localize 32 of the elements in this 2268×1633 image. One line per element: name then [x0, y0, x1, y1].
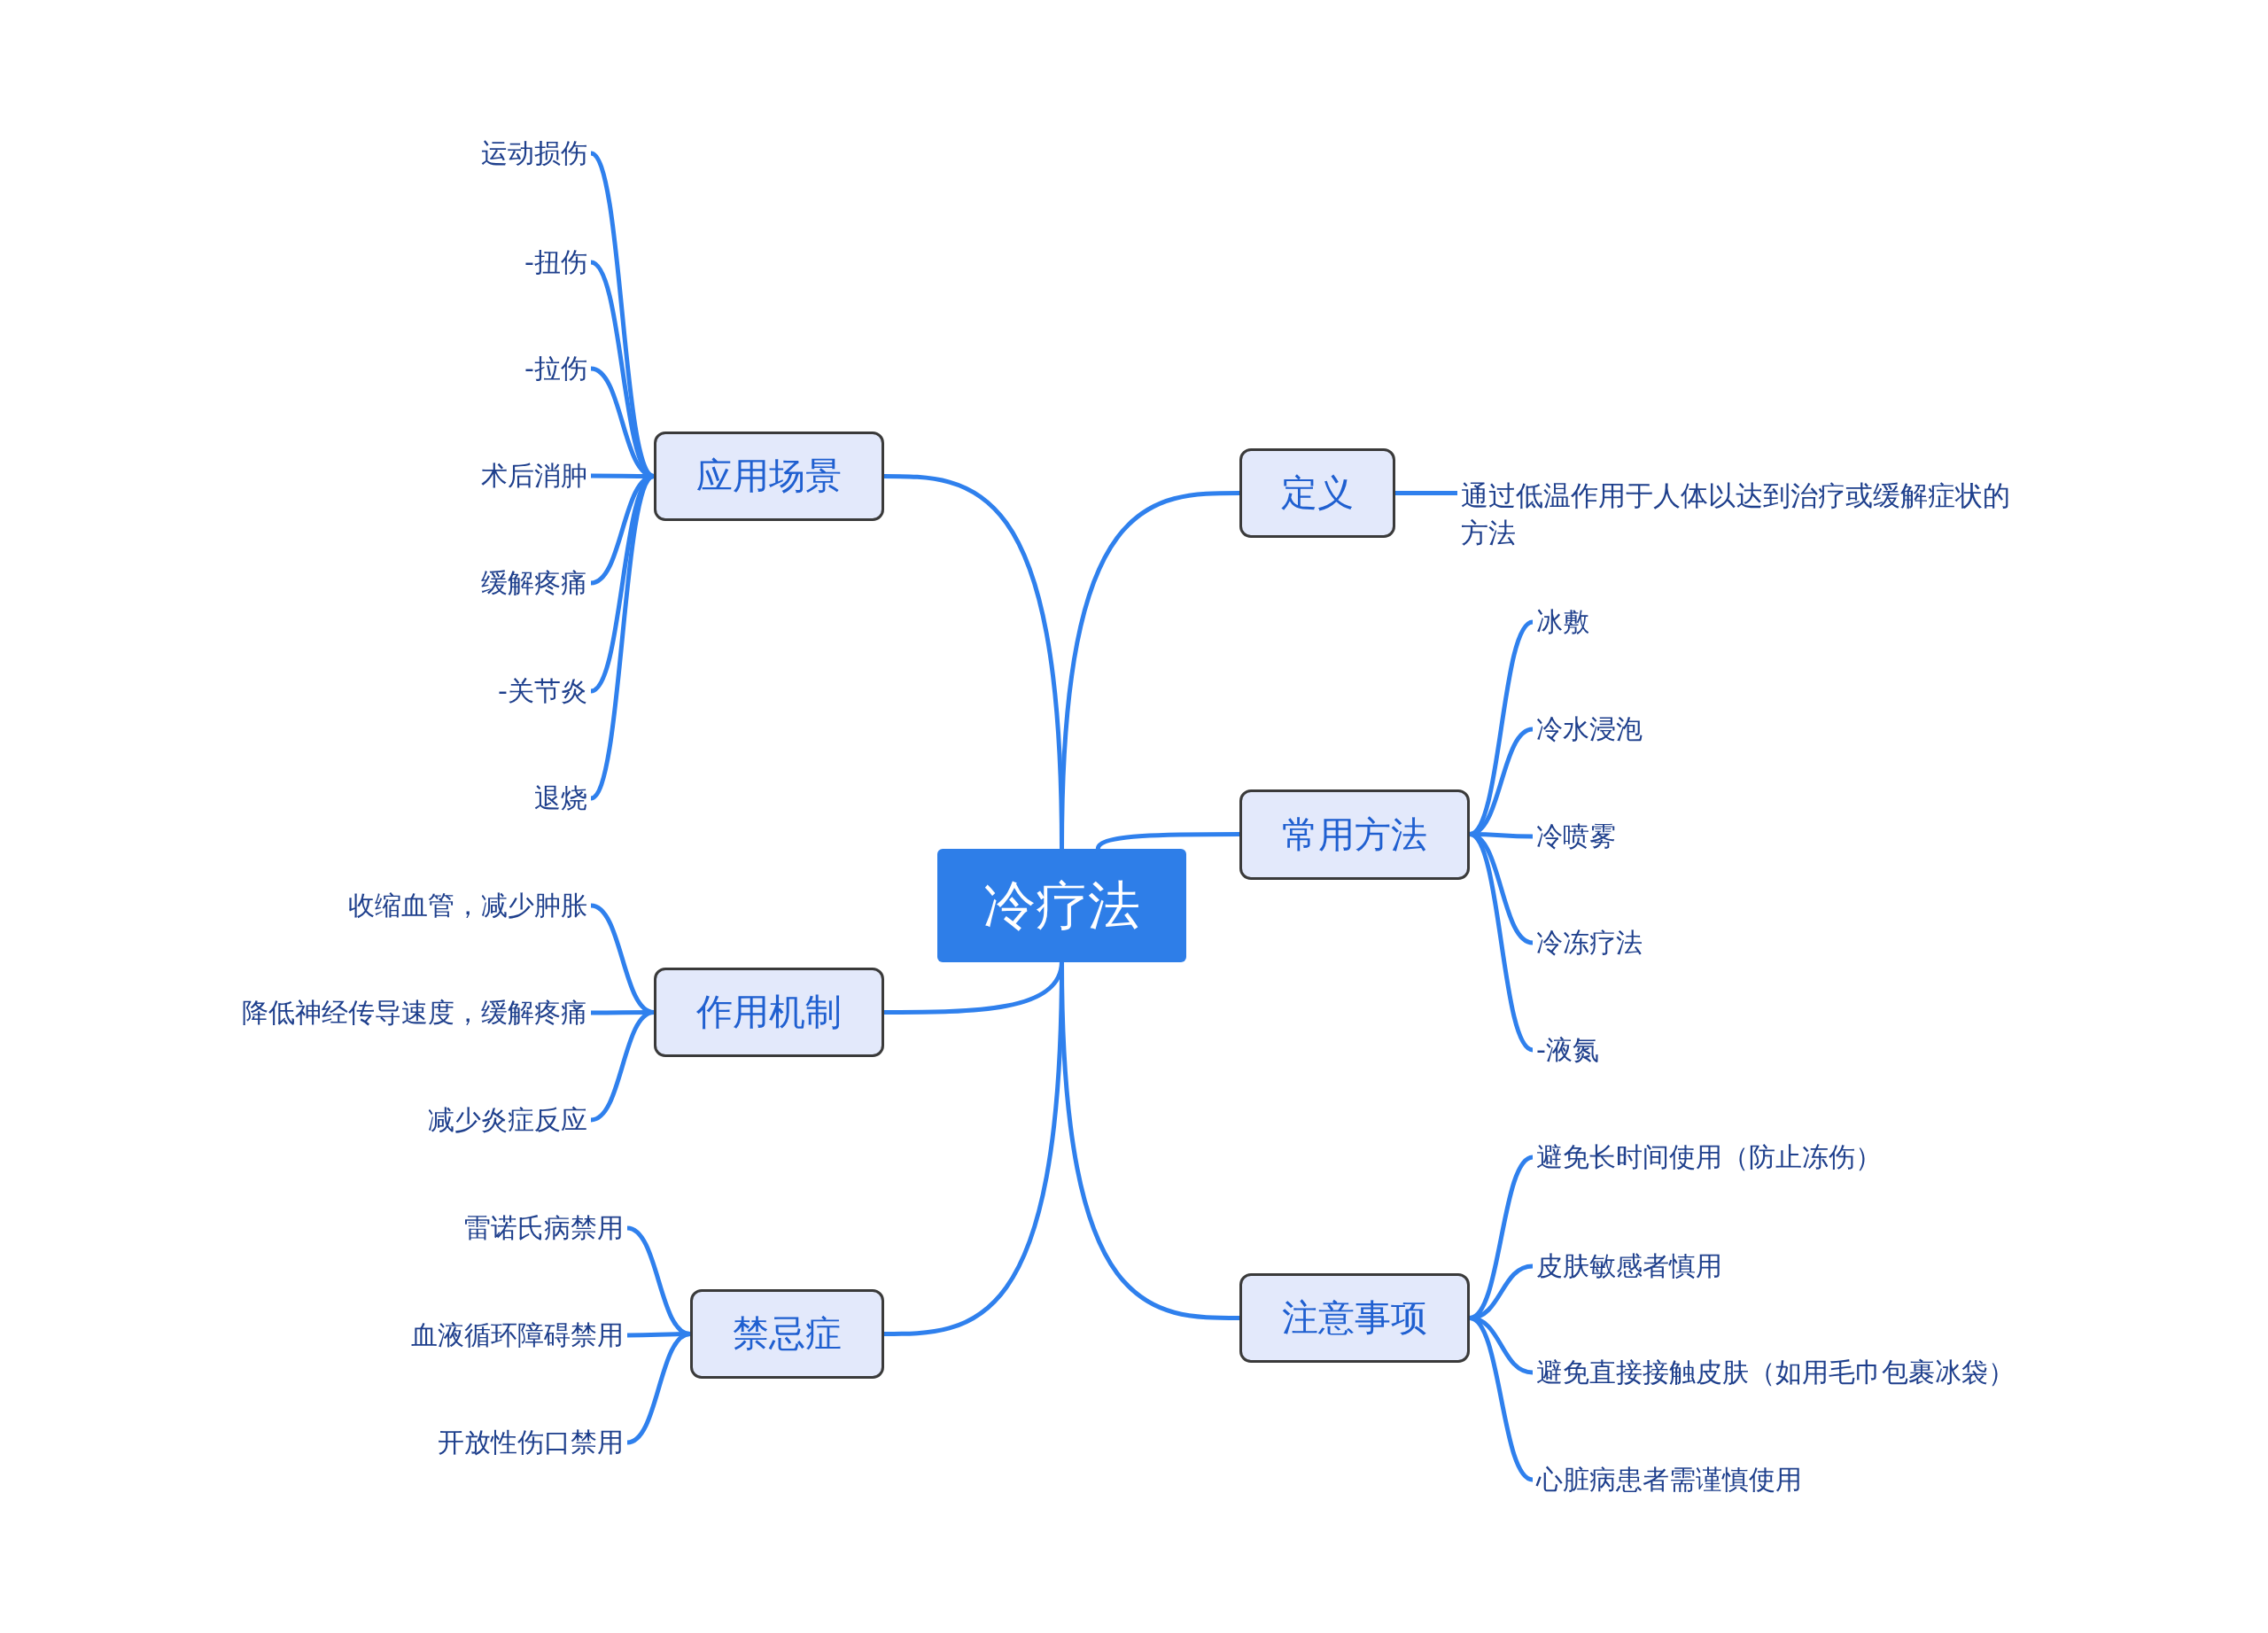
topic-box: 定义 — [1239, 448, 1396, 539]
topic-box: 常用方法 — [1239, 789, 1470, 880]
subtopic-text: -关节炎 — [497, 675, 587, 708]
subtopic-text: 心脏病患者需谨慎使用 — [1535, 1464, 1802, 1497]
subtopic-text: 皮肤敏感者慎用 — [1535, 1249, 1722, 1282]
subtopic-text: -拉伤 — [524, 353, 587, 385]
connector — [1395, 491, 1457, 495]
subtopic-text: -扭伤 — [524, 245, 587, 278]
topic-box: 禁忌症 — [689, 1288, 884, 1379]
subtopic-text: 开放性伤口禁用 — [437, 1426, 624, 1458]
subtopic-text: 避免直接接触皮肤（如用毛巾包裹冰袋） — [1535, 1357, 2015, 1389]
subtopic-text: 缓解疼痛 — [480, 566, 587, 600]
subtopic-text: 血液循环障碍禁用 — [410, 1318, 624, 1352]
connector — [1096, 832, 1239, 850]
subtopic-text: 冷水浸泡 — [1535, 712, 1643, 746]
topic-box: 应用场景 — [653, 431, 884, 521]
central-topic-box: 冷疗法 — [936, 849, 1186, 962]
subtopic-text: 冰敷 — [1535, 606, 1589, 639]
definition-text: 通过低温作用于人体以达到治疗或缓解症状的方法 — [1460, 477, 2037, 552]
subtopic-text: 降低神经传导速度，缓解疼痛 — [241, 996, 587, 1030]
subtopic-text: 减少炎症反应 — [427, 1103, 587, 1136]
subtopic-text: 收缩血管，减少肿胀 — [347, 890, 587, 922]
subtopic-text: 雷诺氏病禁用 — [463, 1212, 624, 1245]
subtopic-text: 避免长时间使用（防止冻伤） — [1535, 1141, 1882, 1174]
subtopic-text: -液氮 — [1535, 1034, 1599, 1067]
subtopic-text: 冷冻疗法 — [1535, 927, 1643, 960]
subtopic-text: 术后消肿 — [480, 460, 587, 493]
subtopic-text: 退烧 — [533, 782, 587, 815]
subtopic-text: 运动损伤 — [480, 137, 587, 170]
topic-box: 作用机制 — [653, 968, 884, 1058]
topic-box: 注意事项 — [1239, 1272, 1470, 1363]
subtopic-text: 冷喷雾 — [1535, 820, 1616, 852]
